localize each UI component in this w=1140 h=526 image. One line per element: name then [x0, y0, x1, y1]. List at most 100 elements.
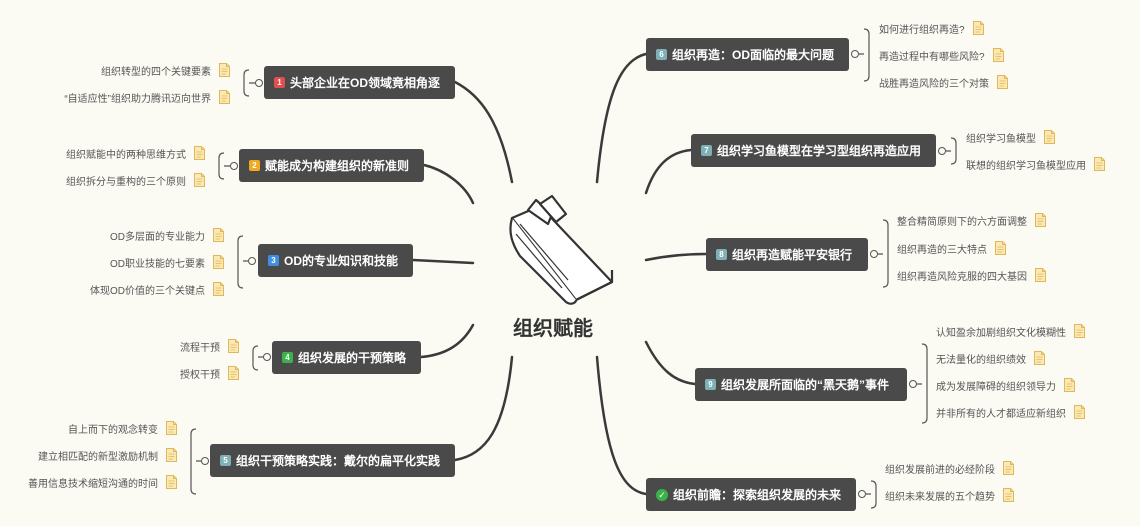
- leaf-item[interactable]: 组织拆分与重构的三个原则: [66, 171, 205, 189]
- branch-label: OD的专业知识和技能: [284, 254, 399, 268]
- leaf-item[interactable]: 成为发展障碍的组织领导力: [936, 376, 1075, 394]
- priority-badge-4: 4: [282, 352, 293, 363]
- collapse-toggle[interactable]: [230, 162, 238, 170]
- document-icon: [228, 366, 239, 380]
- leaf-label: 整合精简原则下的六方面调整: [897, 216, 1027, 228]
- leaf-item[interactable]: 无法量化的组织绩效: [936, 349, 1045, 367]
- leaf-item[interactable]: “自适应性”组织助力腾讯迈向世界: [64, 88, 230, 106]
- collapse-toggle[interactable]: [938, 147, 946, 155]
- leaf-label: 联想的组织学习鱼模型应用: [966, 160, 1086, 172]
- priority-badge-6: 6: [656, 49, 667, 60]
- branch-node-5[interactable]: 5 组织干预策略实践：戴尔的扁平化实践: [210, 444, 455, 477]
- document-icon: [166, 421, 177, 435]
- document-icon: [219, 63, 230, 77]
- branch-label: 组织发展的干预策略: [298, 351, 407, 365]
- leaf-item[interactable]: 流程干预: [180, 337, 239, 355]
- leaf-item[interactable]: 联想的组织学习鱼模型应用: [966, 155, 1105, 173]
- document-icon: [1094, 157, 1105, 171]
- leaf-label: 建立相匹配的新型激励机制: [38, 451, 158, 463]
- document-icon: [1074, 324, 1085, 338]
- branch-node-1[interactable]: 1 头部企业在OD领域竟相角逐: [264, 66, 455, 99]
- branch-node-3[interactable]: 3 OD的专业知识和技能: [258, 244, 413, 277]
- branch-label: 组织学习鱼模型在学习型组织再造应用: [717, 144, 922, 158]
- document-icon: [166, 475, 177, 489]
- leaf-label: 组织转型的四个关键要素: [101, 66, 211, 78]
- priority-badge-5: 5: [220, 455, 231, 466]
- collapse-toggle[interactable]: [858, 490, 866, 498]
- document-icon: [1034, 351, 1045, 365]
- leaf-label: 如何进行组织再造?: [879, 24, 965, 36]
- leaf-item[interactable]: 组织发展前进的必经阶段: [885, 459, 1014, 477]
- branch-node-4[interactable]: 4 组织发展的干预策略: [272, 341, 421, 374]
- leaf-item[interactable]: 如何进行组织再造?: [879, 19, 984, 37]
- priority-badge-3: 3: [268, 255, 279, 266]
- document-icon: [166, 448, 177, 462]
- leaf-item[interactable]: 授权干预: [180, 364, 239, 382]
- document-icon: [213, 255, 224, 269]
- book-icon: [509, 194, 614, 305]
- leaf-label: 授权干预: [180, 369, 220, 381]
- branch-node-2[interactable]: 2 赋能成为构建组织的新准则: [239, 149, 424, 182]
- leaf-item[interactable]: 善用信息技术缩短沟通的时间: [28, 473, 177, 491]
- leaf-label: “自适应性”组织助力腾讯迈向世界: [64, 93, 211, 105]
- leaf-item[interactable]: 组织转型的四个关键要素: [101, 61, 230, 79]
- leaf-item[interactable]: 自上而下的观念转变: [68, 419, 177, 437]
- priority-badge-9: 9: [705, 379, 716, 390]
- leaf-item[interactable]: OD多层面的专业能力: [110, 226, 224, 244]
- document-icon: [992, 48, 1004, 62]
- leaf-label: 认知盈余加剧组织文化模糊性: [936, 327, 1066, 339]
- leaf-item[interactable]: 组织未来发展的五个趋势: [885, 486, 1014, 504]
- document-icon: [995, 241, 1006, 255]
- collapse-toggle[interactable]: [201, 457, 209, 465]
- collapse-toggle[interactable]: [248, 257, 256, 265]
- leaf-item[interactable]: 体现OD价值的三个关键点: [90, 280, 224, 298]
- document-icon: [1035, 213, 1046, 227]
- document-icon: [1074, 405, 1085, 419]
- branch-node-6[interactable]: 6 组织再造：OD面临的最大问题: [646, 38, 849, 71]
- leaf-item[interactable]: 战胜再造风险的三个对策: [879, 73, 1008, 91]
- leaf-label: 善用信息技术缩短沟通的时间: [28, 478, 158, 490]
- leaf-label: 流程干预: [180, 342, 220, 354]
- leaf-label: 再造过程中有哪些风险?: [879, 51, 985, 63]
- collapse-toggle[interactable]: [870, 250, 878, 258]
- branch-label: 头部企业在OD领域竟相角逐: [290, 76, 441, 90]
- document-icon: [213, 228, 224, 242]
- leaf-label: OD多层面的专业能力: [110, 231, 205, 243]
- collapse-toggle[interactable]: [909, 380, 917, 388]
- branch-node-8[interactable]: 8 组织再造赋能平安银行: [706, 238, 868, 271]
- leaf-item[interactable]: 认知盈余加剧组织文化模糊性: [936, 322, 1085, 340]
- leaf-label: 并非所有的人才都适应新组织: [936, 408, 1066, 420]
- document-icon: [1035, 268, 1046, 282]
- collapse-toggle[interactable]: [255, 79, 263, 87]
- leaf-item[interactable]: 并非所有的人才都适应新组织: [936, 403, 1085, 421]
- collapse-toggle[interactable]: [851, 50, 859, 58]
- leaf-label: 组织再造风险克服的四大基因: [897, 271, 1027, 283]
- priority-badge-7: 7: [701, 145, 712, 156]
- leaf-label: 无法量化的组织绩效: [936, 354, 1026, 366]
- leaf-item[interactable]: 再造过程中有哪些风险?: [879, 46, 1004, 64]
- leaf-label: 体现OD价值的三个关键点: [90, 285, 205, 297]
- leaf-label: 组织赋能中的两种思维方式: [66, 149, 186, 161]
- leaf-item[interactable]: 建立相匹配的新型激励机制: [38, 446, 177, 464]
- branch-node-7[interactable]: 7 组织学习鱼模型在学习型组织再造应用: [691, 134, 936, 167]
- leaf-item[interactable]: 组织学习鱼模型: [966, 128, 1055, 146]
- leaf-item[interactable]: 整合精简原则下的六方面调整: [897, 211, 1046, 229]
- collapse-toggle[interactable]: [263, 353, 271, 361]
- leaf-item[interactable]: 组织赋能中的两种思维方式: [66, 144, 205, 162]
- leaf-label: 组织未来发展的五个趋势: [885, 491, 995, 503]
- branch-node-10[interactable]: ✓ 组织前瞻：探索组织发展的未来: [646, 478, 856, 511]
- leaf-item[interactable]: 组织再造的三大特点: [897, 239, 1006, 257]
- branch-node-9[interactable]: 9 组织发展所面临的“黑天鹅”事件: [695, 368, 907, 401]
- branch-label: 赋能成为构建组织的新准则: [265, 159, 410, 173]
- leaf-item[interactable]: OD职业技能的七要素: [110, 253, 224, 271]
- document-icon: [997, 75, 1008, 89]
- document-icon: [1044, 130, 1055, 144]
- leaf-label: 组织拆分与重构的三个原则: [66, 176, 186, 188]
- center-topic[interactable]: 组织赋能: [513, 316, 593, 340]
- branch-label: 组织干预策略实践：戴尔的扁平化实践: [236, 454, 441, 468]
- leaf-item[interactable]: 组织再造风险克服的四大基因: [897, 266, 1046, 284]
- leaf-label: 组织学习鱼模型: [966, 133, 1036, 145]
- leaf-label: 成为发展障碍的组织领导力: [936, 381, 1056, 393]
- leaf-label: OD职业技能的七要素: [110, 258, 205, 270]
